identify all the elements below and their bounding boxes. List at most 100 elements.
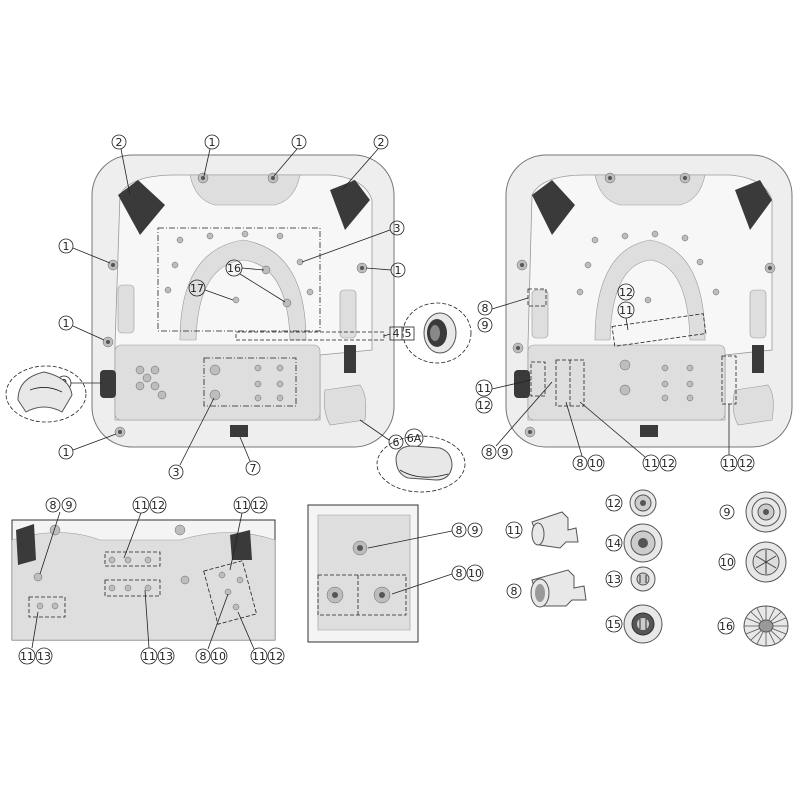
tub-b-jets (512, 172, 776, 438)
part-14: 14 (605, 523, 663, 563)
panel-d-frame-8-10 (317, 574, 407, 616)
panel-c-frame-11-13 (104, 579, 161, 597)
svg-text:14: 14 (607, 537, 621, 550)
svg-text:12: 12 (252, 499, 266, 512)
part-13: 13 (605, 566, 656, 592)
panel-d-callouts: 8 9 8 10 (367, 522, 484, 595)
callout-11-12-b-left: 11 12 (475, 379, 532, 414)
svg-text:12: 12 (151, 499, 165, 512)
svg-text:13: 13 (159, 650, 173, 663)
callout-8-9-d: 8 9 (367, 522, 483, 549)
svg-text:1: 1 (63, 317, 70, 330)
svg-text:2: 2 (378, 136, 385, 149)
tub-b-headrest-left (532, 180, 575, 235)
svg-text:11: 11 (477, 382, 491, 395)
tub-a-callouts: 2 1 1 2 1 3 1 16 (56, 134, 424, 480)
tub-a-lounger-frame (203, 357, 297, 407)
callout-11-12-c-bottom: 11 12 (237, 611, 285, 665)
callout-16: 16 (225, 259, 286, 303)
tub-a-pillow-left (100, 370, 116, 398)
svg-text:8: 8 (456, 567, 463, 580)
tub-b-frame-8-9 (527, 288, 547, 307)
detail-filter-lid (376, 435, 466, 493)
svg-text:11: 11 (235, 499, 249, 512)
tub-b-drain (640, 425, 658, 437)
svg-text:7: 7 (250, 462, 257, 475)
pillow-icon (17, 371, 73, 413)
tub-a-headrest-right (330, 180, 370, 230)
svg-text:11: 11 (619, 304, 633, 317)
svg-text:5: 5 (405, 327, 412, 340)
svg-text:1: 1 (63, 446, 70, 459)
callout-3-right: 3 (301, 220, 405, 263)
part-10: 10 (718, 541, 787, 583)
svg-text:4: 4 (393, 327, 400, 340)
callout-12-11-b: 12 11 (617, 283, 635, 331)
svg-text:1: 1 (63, 240, 70, 253)
panel-c-callouts: 8 9 11 12 11 12 11 13 11 13 8 10 (18, 496, 285, 665)
svg-text:11: 11 (722, 457, 736, 470)
tub-b-top-seat (594, 174, 706, 206)
part-15: 15 (605, 604, 663, 644)
callout-11-13-c-left: 11 13 (18, 611, 53, 665)
callout-8-10-b: 8 10 (565, 401, 605, 472)
callout-8-10-c: 8 10 (195, 593, 229, 665)
svg-text:15: 15 (607, 618, 621, 631)
callout-17: 17 (188, 279, 234, 301)
svg-text:10: 10 (589, 457, 603, 470)
detail-jet-4-5 (402, 302, 472, 364)
svg-text:17: 17 (190, 282, 204, 295)
tub-b-filter-lid (732, 384, 774, 426)
svg-text:12: 12 (477, 399, 491, 412)
detail-pillow (5, 365, 87, 423)
svg-text:6A: 6A (407, 432, 422, 445)
panel-c-lounger-view (11, 519, 276, 641)
svg-text:13: 13 (37, 650, 51, 663)
svg-text:1: 1 (296, 136, 303, 149)
callout-2-top-left: 2 (111, 134, 131, 196)
callout-8-9-b: 8 9 (477, 297, 529, 333)
callout-6-6a: 6 6A (359, 419, 424, 450)
svg-text:10: 10 (468, 567, 482, 580)
part-8: 8 (506, 569, 587, 608)
callout-4-5: 4 5 (383, 326, 415, 341)
tub-b-pillow-left (514, 370, 530, 398)
callout-11-12-c: 11 12 (123, 496, 167, 559)
svg-text:8: 8 (486, 446, 493, 459)
svg-text:12: 12 (661, 457, 675, 470)
svg-text:8: 8 (482, 302, 489, 315)
callout-8-10-d: 8 10 (391, 564, 484, 595)
part-12: 12 (605, 489, 657, 517)
svg-text:11: 11 (507, 524, 521, 537)
tub-b-left-seat (531, 289, 549, 339)
svg-text:12: 12 (269, 650, 283, 663)
svg-text:12: 12 (739, 457, 753, 470)
svg-text:16: 16 (719, 620, 733, 633)
tub-a-lounger (114, 344, 321, 421)
svg-text:16: 16 (227, 262, 241, 275)
svg-text:8: 8 (200, 650, 207, 663)
svg-text:8: 8 (577, 457, 584, 470)
part-11: 11 (505, 511, 579, 549)
svg-text:11: 11 (134, 499, 148, 512)
svg-text:9: 9 (472, 524, 479, 537)
callout-11-13-c: 11 13 (140, 589, 175, 665)
svg-text:13: 13 (607, 573, 621, 586)
tub-a-filter-lid (323, 384, 367, 426)
callout-8-9-b-bottom: 8 9 (481, 381, 553, 460)
callout-1-top-a: 1 (203, 134, 220, 177)
svg-text:9: 9 (502, 446, 509, 459)
tub-b-lounger (527, 344, 726, 421)
svg-text:8: 8 (456, 524, 463, 537)
tub-a-group-frame (157, 227, 321, 332)
svg-text:11: 11 (20, 650, 34, 663)
svg-text:11: 11 (644, 457, 658, 470)
svg-text:6: 6 (393, 436, 400, 449)
panel-c-frame-11-12 (104, 551, 161, 567)
callout-2-top-right: 2 (341, 134, 389, 191)
callout-3-bottom: 3 (168, 397, 215, 480)
callout-1-right: 1 (365, 262, 406, 278)
callout-11-12-b-right: 11 12 (720, 404, 755, 472)
callout-7: 7 (239, 436, 261, 476)
svg-text:10: 10 (720, 556, 734, 569)
